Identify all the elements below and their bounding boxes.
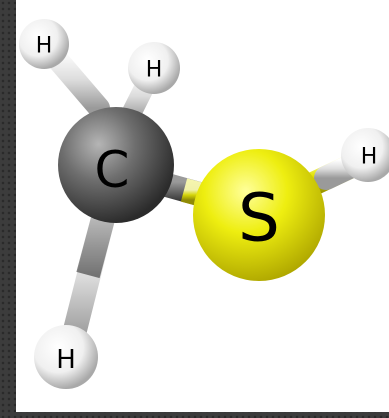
molecule-panel: H H H H C xyxy=(16,0,389,412)
atom-sulfur: S xyxy=(193,149,325,281)
atom-hydrogen-lower: H xyxy=(34,325,98,389)
atom-label-h: H xyxy=(36,34,53,59)
atom-label-h: H xyxy=(146,58,163,83)
molecule-model: H H H H C xyxy=(19,19,389,389)
atom-hydrogen-upper-left: H xyxy=(19,19,69,69)
atom-label-c: C xyxy=(95,141,130,199)
atom-hydrogen-right: H xyxy=(341,128,389,182)
atom-carbon: C xyxy=(58,107,174,223)
atom-label-s: S xyxy=(238,180,280,257)
atom-label-h: H xyxy=(361,145,378,170)
atoms: H H H H C xyxy=(19,19,389,389)
atom-hydrogen-upper: H xyxy=(128,42,180,94)
atom-label-h: H xyxy=(56,345,76,375)
